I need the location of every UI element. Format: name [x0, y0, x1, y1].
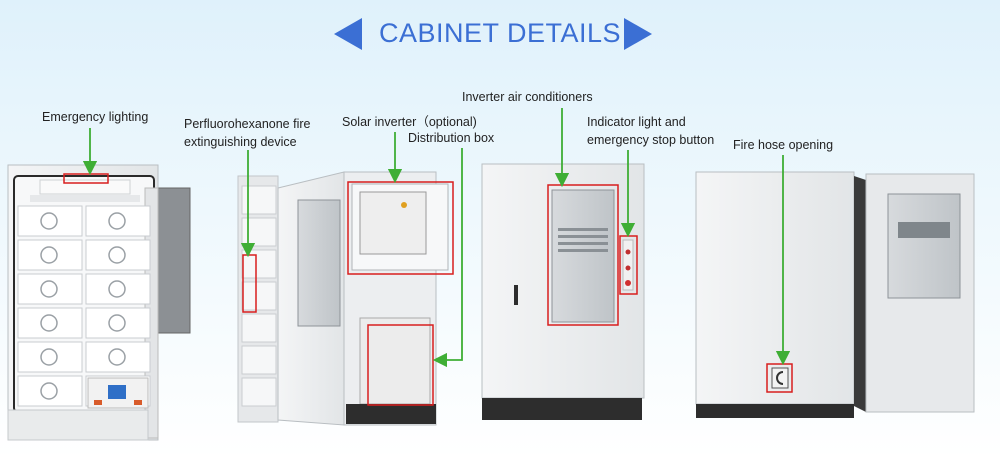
- right-arrow-icon: [624, 18, 652, 50]
- title-bar: CABINET DETAILS: [0, 14, 1000, 54]
- battery-cabinet: [7, 164, 191, 441]
- label-inverter-ac: Inverter air conditioners: [462, 90, 593, 104]
- left-arrow-icon: [334, 18, 362, 50]
- title-arrows: [334, 18, 652, 50]
- label-indicator-line2: emergency stop button: [587, 133, 715, 147]
- label-emergency-lighting: Emergency lighting: [42, 110, 149, 124]
- arrow-distribution-box: [432, 148, 463, 368]
- ac-highlight: [547, 184, 619, 326]
- label-fire-hose: Fire hose opening: [733, 138, 834, 152]
- inverter-cabinet: [237, 171, 449, 426]
- label-distribution-box: Distribution box: [408, 131, 495, 145]
- label-solar-inverter: Solar inverter（optional): [342, 115, 477, 129]
- page-title: CABINET DETAILS: [378, 18, 622, 48]
- fan-icon: [40, 212, 126, 400]
- label-fire-device-line2: extinguishing device: [184, 135, 297, 149]
- label-indicator-line1: Indicator light and: [587, 115, 686, 129]
- callout-arrows: [82, 108, 791, 368]
- ac-cabinet: [481, 163, 645, 420]
- battery-modules: [17, 205, 151, 407]
- label-fire-device-line1: Perfluorohexanone fire: [184, 117, 311, 131]
- fire-hose-cabinet: [695, 171, 975, 418]
